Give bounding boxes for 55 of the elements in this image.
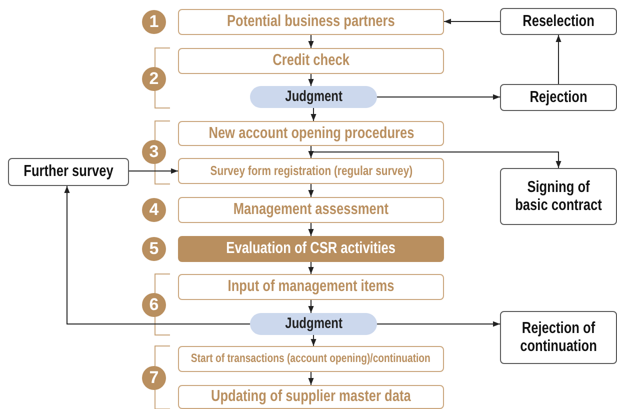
node-label: Updating of supplier master data [211,388,411,406]
arrow [308,184,314,198]
step-number: 1 [142,10,166,34]
arrow [308,34,314,48]
arrow [444,18,500,24]
process-box [178,346,444,372]
outcome-box [8,158,129,186]
step-number: 3 [142,140,166,164]
process-box [178,121,444,146]
process-box [178,274,444,300]
step-number: 6 [142,293,166,317]
node-label: Input of management items [228,278,394,296]
arrow [310,334,316,346]
node-label: Rejection of continuation [519,320,598,356]
arrow [376,321,500,327]
node-label: Evaluation of CSR activities [226,240,396,258]
outcome-box [500,84,617,111]
arrow [64,186,250,324]
outcome-box [500,8,617,35]
arrow [308,372,314,386]
process-box [178,197,444,223]
node-label: Rejection [528,88,588,106]
node-label: Credit check [272,52,350,70]
node-label: Survey form registration (regular survey) [210,164,412,178]
arrow [308,222,314,236]
node-label: Potential business partners [227,13,395,31]
node-label: New account opening procedures [208,124,414,142]
process-box [178,158,444,184]
highlighted-process-box [178,236,444,262]
step-number: 2 [142,67,166,91]
node-label: Management assessment [233,201,389,219]
step-number: 5 [142,237,166,261]
node-label: Start of transactions (account opening)/continuation [191,352,431,366]
node-label: Judgment [284,316,342,332]
arrow [376,94,500,100]
arrow [308,74,314,86]
arrow [308,262,314,274]
step-number: 4 [142,198,166,222]
arrow [310,146,562,168]
process-box [178,385,444,409]
node-label: Reselection [522,12,596,30]
node-label: Signing of basic contract [514,178,603,214]
node-label: Further survey [22,163,114,181]
decision-pill [250,313,377,335]
process-box [178,48,444,74]
decision-pill [250,86,377,108]
arrow [128,168,178,174]
step-number: 7 [142,366,166,390]
outcome-box [500,311,617,364]
arrow [308,300,314,314]
outcome-box [500,168,617,225]
arrow [310,108,316,122]
process-box [178,9,444,35]
node-label: Judgment [284,88,342,106]
arrow [556,34,562,84]
